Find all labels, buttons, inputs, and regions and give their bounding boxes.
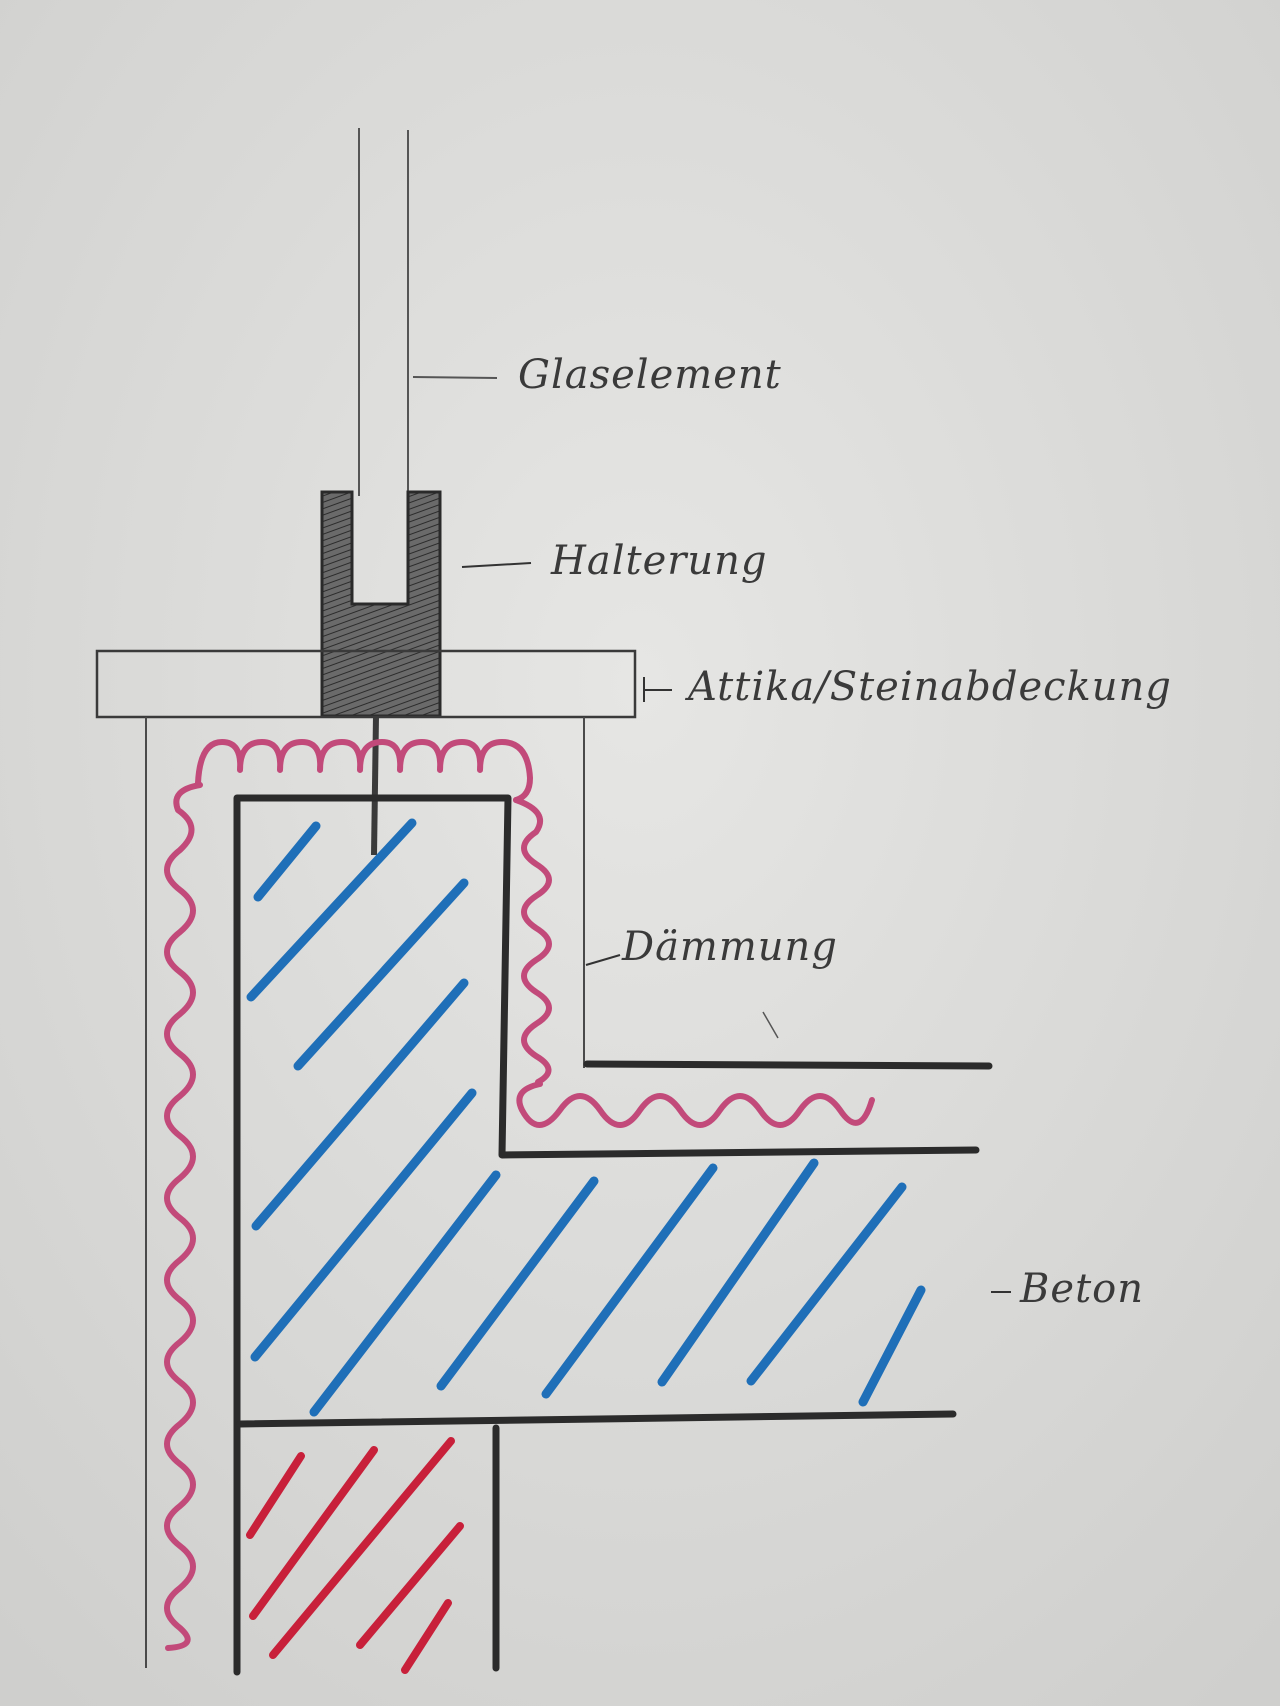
insulation-mark	[762, 1011, 779, 1039]
concrete-hatching	[246, 818, 926, 1417]
label-coping: Attika/Steinabdeckung	[688, 664, 1172, 710]
label-holder: Halterung	[551, 538, 768, 584]
roof-top-line	[583, 1060, 993, 1070]
insulation-leader-line	[585, 954, 621, 966]
glass-leader-line	[412, 376, 498, 379]
parapet-wall-outline	[233, 794, 980, 1676]
masonry-hatching	[246, 1437, 464, 1674]
holder-leader-line	[461, 562, 532, 568]
outline-pencil-lines	[145, 717, 585, 1668]
slab-bottom-line	[236, 1410, 957, 1428]
insulation	[164, 739, 875, 1651]
insulation-left	[164, 782, 203, 1651]
insulation-parapet-inner	[513, 797, 552, 1085]
glass-element	[358, 128, 409, 496]
insulation-roof	[516, 1081, 875, 1128]
coping-leader	[643, 677, 672, 702]
insulation-top	[195, 739, 533, 803]
label-concrete: Beton	[1020, 1266, 1144, 1312]
label-insulation: Dämmung	[622, 924, 838, 970]
anchor-rod	[371, 715, 379, 856]
coping-stone	[95, 649, 637, 719]
structure-outline	[233, 794, 993, 1676]
label-glass-element: Glaselement	[518, 352, 782, 398]
